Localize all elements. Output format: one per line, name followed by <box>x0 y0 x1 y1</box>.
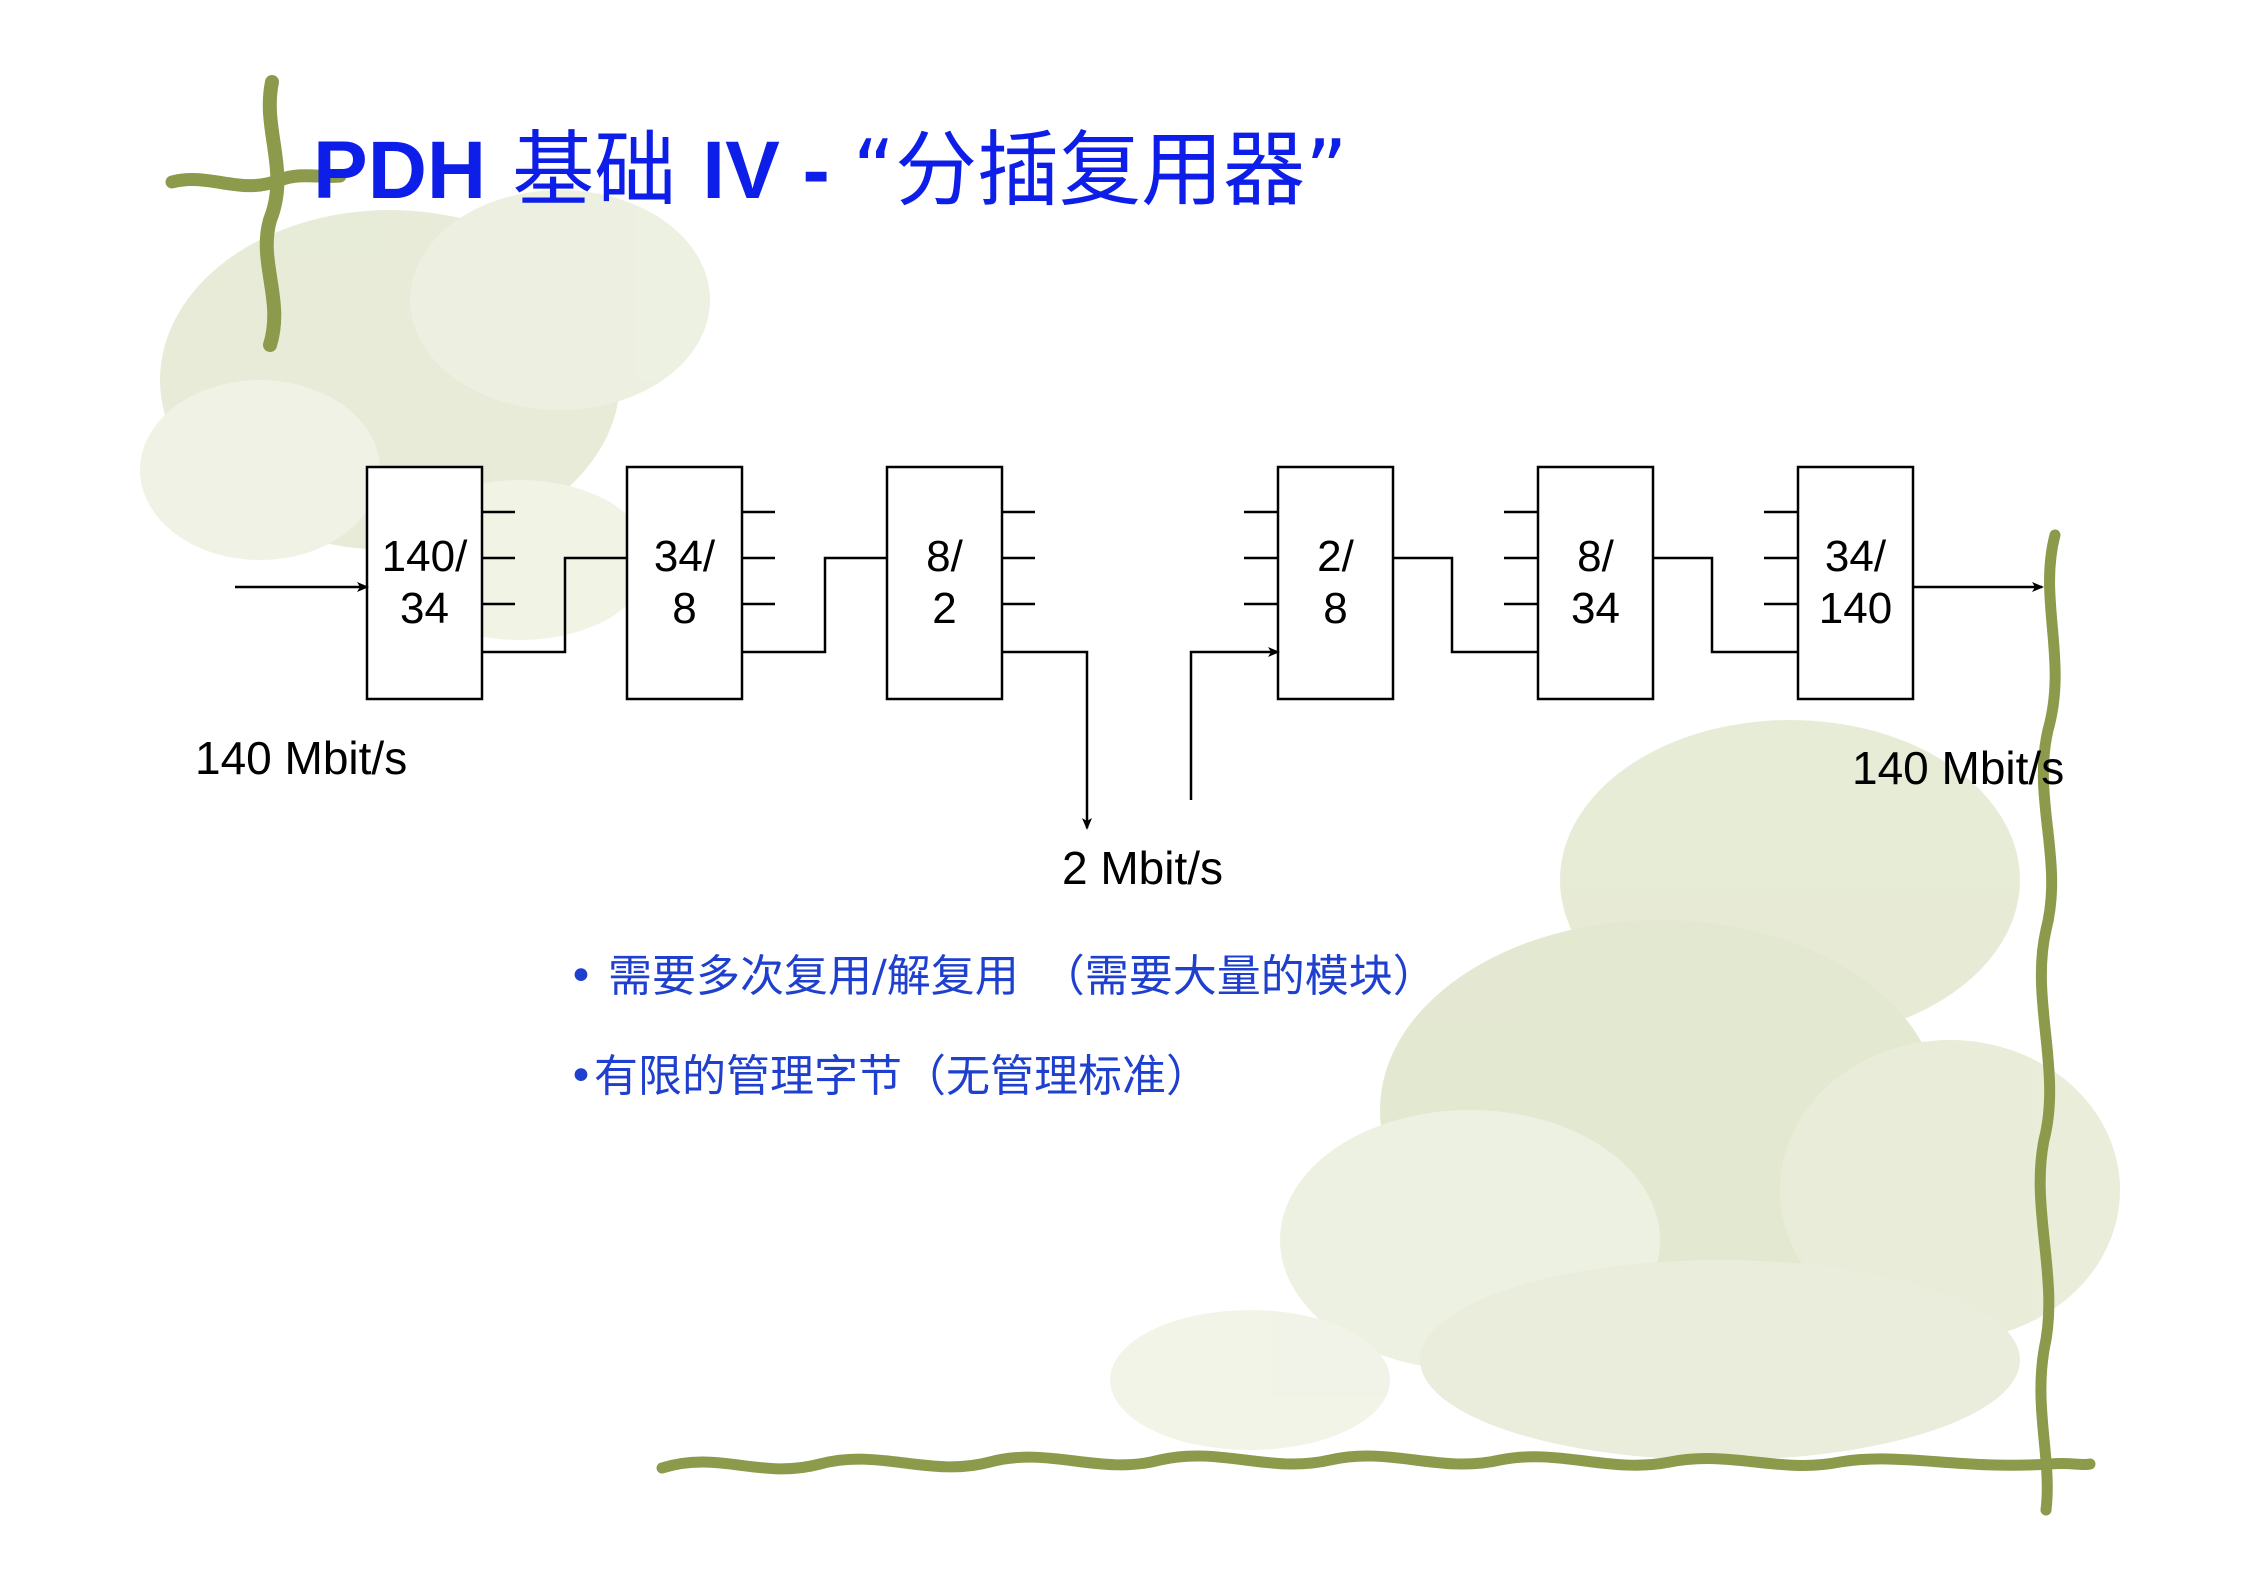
demux-box-8-2 <box>885 465 1004 701</box>
title-part-number: IV - <box>702 125 853 216</box>
title-acronym: PDH <box>313 125 487 216</box>
page-title: PDH 基础 IV - “分插复用器” <box>313 130 1348 212</box>
box-label-line: 34 <box>1571 584 1620 633</box>
output-rate-label: 140 Mbit/s <box>1852 742 2065 794</box>
input-rate-label: 140 Mbit/s <box>195 732 408 784</box>
bullet-item: • 需要多次复用/解复用 （需要大量的模块） <box>568 951 1437 1002</box>
connector-34-8-to-8-2 <box>742 556 887 654</box>
demux-box-34-8 <box>625 465 744 701</box>
box-label-line: 140/ <box>381 532 468 581</box>
add-arrow <box>1189 647 1280 800</box>
box-label-line: 8 <box>1323 584 1348 633</box>
box-label-line: 34 <box>400 584 449 633</box>
mux-box-2-8 <box>1276 465 1395 701</box>
title-topic: “分插复用器” <box>852 123 1348 218</box>
mux-box-8-34-label: 8/ 34 <box>1538 531 1653 635</box>
box-label-line: 140 <box>1818 584 1893 633</box>
demux-output-stubs <box>482 510 1035 606</box>
demux-box-8-2-label: 8/ 2 <box>887 531 1002 635</box>
mux-box-8-34 <box>1536 465 1655 701</box>
box-label-line: 8 <box>672 584 697 633</box>
vine-border-decoration <box>165 75 2096 1516</box>
background-foliage-decoration <box>140 190 2120 1460</box>
mux-box-2-8-label: 2/ 8 <box>1278 531 1393 635</box>
mux-input-stubs <box>1244 510 1798 606</box>
drop-arrow <box>1002 650 1092 830</box>
box-label-line: 34/ <box>653 532 716 581</box>
box-label-line: 34/ <box>1824 532 1887 581</box>
box-label-line: 2/ <box>1317 532 1354 581</box>
demux-box-140-34 <box>365 465 484 701</box>
connector-140-34-to-34-8 <box>482 556 627 654</box>
box-label-line: 8/ <box>926 532 963 581</box>
demux-box-140-34-label: 140/ 34 <box>367 531 482 635</box>
mux-box-34-140 <box>1796 465 1915 701</box>
box-label-line: 2 <box>932 584 957 633</box>
title-subject: 基础 <box>486 123 703 218</box>
box-label-line: 8/ <box>1577 532 1614 581</box>
bullet-item: •有限的管理字节（无管理标准） <box>568 1051 1210 1102</box>
connector-8-34-to-34-140 <box>1653 556 1798 654</box>
drop-add-rate-label: 2 Mbit/s <box>1062 842 1224 894</box>
connector-2-8-to-8-34 <box>1393 556 1538 654</box>
demux-box-34-8-label: 34/ 8 <box>627 531 742 635</box>
mux-box-34-140-label: 34/ 140 <box>1798 531 1913 635</box>
